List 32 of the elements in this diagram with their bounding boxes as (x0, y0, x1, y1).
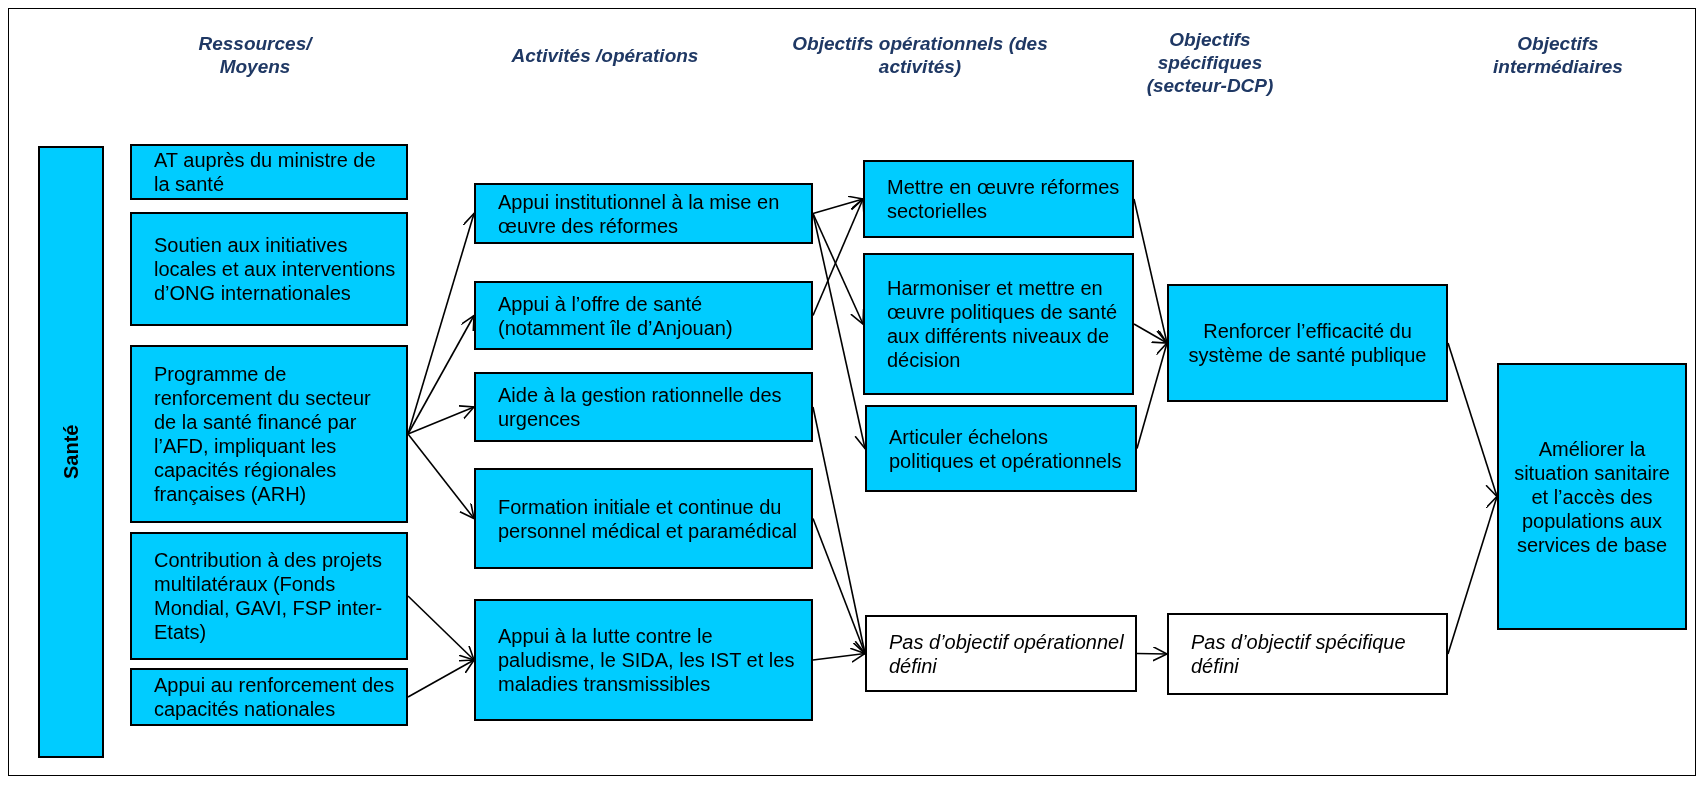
column-heading: Activités /opérations (510, 44, 700, 67)
arrow (407, 595, 475, 661)
process-box: Pas d’objectif spécifique défini (1167, 613, 1448, 695)
process-box: Formation initiale et continue du personnel médical et paramédical (474, 468, 813, 569)
arrow (407, 314, 475, 435)
process-box: Appui institutionnel à la mise en œuvre des réformes (474, 183, 813, 244)
column-heading: Objectifs spécifiques (secteur-DCP) (1145, 28, 1275, 97)
arrow (812, 647, 866, 663)
process-box: AT auprès du ministre de la santé (130, 144, 408, 200)
process-box: Renforcer l’efficacité du système de santé publique (1167, 284, 1448, 402)
arrow (407, 405, 475, 435)
process-box: Articuler échelons politiques et opérationnels (865, 405, 1137, 492)
column-heading: Objectifs opérationnels (des activités) (791, 32, 1049, 78)
arrow (1133, 323, 1168, 344)
process-box: Contribution à des projets multilatéraux (Fonds Mondial, GAVI, FSP inter-Etats) (130, 532, 408, 660)
process-box: Aide à la gestion rationnelle des urgences (474, 372, 813, 442)
process-box: Appui au renforcement des capacités nationales (130, 668, 408, 726)
column-heading: Ressources/ Moyens (197, 32, 314, 78)
arrow (407, 433, 475, 520)
process-box: Mettre en œuvre réformes sectorielles (863, 160, 1134, 238)
arrow (812, 195, 864, 215)
sector-box: Santé (38, 146, 104, 758)
process-box: Améliorer la situation sanitaire et l’accès des populations aux services de base (1497, 363, 1687, 630)
arrow (1136, 645, 1168, 662)
process-box: Harmoniser et mettre en œuvre politiques de santé aux différents niveaux de décision (863, 253, 1134, 395)
process-box: Soutien aux initiatives locales et aux interventions d’ONG internationales (130, 212, 408, 326)
process-box: Pas d’objectif opérationnel défini (865, 615, 1137, 692)
arrow (407, 659, 475, 698)
process-box: Appui à la lutte contre le paludisme, le SIDA, les IST et les maladies transmissibles (474, 599, 813, 721)
process-box: Appui à l’offre de santé (notamment île d’Anjouan) (474, 281, 813, 350)
column-heading: Objectifs intermédiaires (1492, 32, 1624, 78)
process-box: Programme de renforcement du secteur de la santé financé par l’AFD, impliquant les capacités régionales françaises (ARH) (130, 345, 408, 523)
